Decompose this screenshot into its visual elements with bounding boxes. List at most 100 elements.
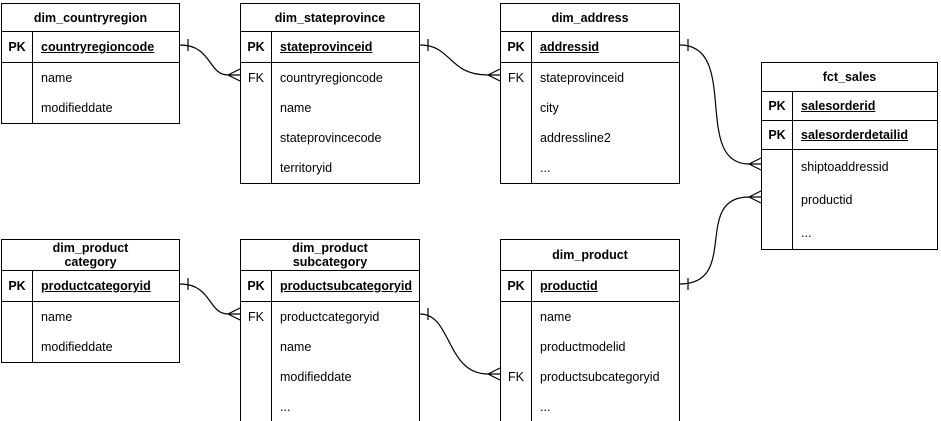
field-row: FK productcategoryid: [241, 302, 419, 332]
field-row: FK productsubcategoryid: [501, 362, 679, 392]
field-name: stateprovincecode: [280, 131, 382, 145]
key-label: FK: [501, 362, 532, 392]
field-row: PK productsubcategoryid: [241, 271, 419, 302]
entity-title: fct_sales: [762, 63, 937, 92]
field-row: name: [241, 332, 419, 362]
field-name: ...: [540, 161, 551, 175]
field-row: productid: [762, 183, 937, 216]
field-name: countryregioncode: [41, 40, 155, 54]
entity-title: dim_address: [501, 4, 679, 32]
field-name: addressid: [540, 40, 600, 54]
key-label: PK: [241, 271, 272, 301]
entity-title: dim_stateprovince: [241, 4, 419, 32]
entity-dim-productsubcategory: dim_product subcategory PK productsubcat…: [240, 239, 420, 421]
field-name: stateprovinceid: [540, 71, 625, 85]
field-row: FK countryregioncode: [241, 63, 419, 93]
connector-stateprovince-address: [419, 39, 501, 82]
key-label: PK: [2, 32, 33, 62]
key-label: [2, 63, 33, 93]
field-row: PK countryregioncode: [2, 32, 179, 63]
key-label: [762, 150, 793, 183]
key-label: [501, 302, 532, 332]
key-label: [2, 302, 33, 332]
field-name: name: [540, 310, 572, 324]
field-name: ...: [540, 400, 551, 414]
key-label: [501, 332, 532, 362]
key-label: PK: [501, 32, 532, 62]
field-name: productid: [801, 192, 853, 207]
connector-product-fctsales: [679, 190, 762, 290]
field-row: modifieddate: [241, 362, 419, 392]
field-name: modifieddate: [41, 101, 113, 115]
field-name: productsubcategoryid: [280, 279, 412, 293]
field-name: productcategoryid: [41, 279, 151, 293]
field-row: productmodelid: [501, 332, 679, 362]
field-row: ...: [501, 153, 679, 183]
field-name: modifieddate: [41, 340, 113, 354]
field-name: ...: [801, 225, 812, 240]
entity-title: dim_product category: [2, 240, 179, 271]
entity-title: dim_product subcategory: [241, 240, 419, 271]
field-name: name: [280, 101, 312, 115]
field-name: addressline2: [540, 131, 611, 145]
connector-countryregion-stateprovince: [179, 39, 241, 82]
field-row: PK stateprovinceid: [241, 32, 419, 63]
entity-dim-countryregion: dim_countryregion PK countryregioncode n…: [1, 3, 180, 124]
entity-fct-sales: fct_sales PK salesorderid PK salesorderd…: [761, 62, 938, 250]
key-label: [241, 392, 272, 421]
field-name: name: [41, 71, 73, 85]
key-label: [241, 332, 272, 362]
field-name: countryregioncode: [280, 71, 383, 85]
field-row: PK addressid: [501, 32, 679, 63]
key-label: [241, 362, 272, 392]
field-name: name: [41, 310, 73, 324]
field-name: productcategoryid: [280, 310, 380, 324]
key-label: FK: [241, 63, 272, 93]
field-row: FK stateprovinceid: [501, 63, 679, 93]
field-row: ...: [241, 392, 419, 421]
field-row: shiptoaddressid: [762, 150, 937, 183]
entity-title: dim_product: [501, 240, 679, 271]
key-label: PK: [501, 271, 532, 301]
entity-dim-address: dim_address PK addressid FK stateprovinc…: [500, 3, 680, 184]
field-row: modifieddate: [2, 332, 179, 362]
key-label: PK: [241, 32, 272, 62]
key-label: PK: [762, 121, 793, 149]
key-label: [241, 93, 272, 123]
entity-dim-product: dim_product PK productid name productmod…: [500, 239, 680, 421]
key-label: FK: [501, 63, 532, 93]
field-row: stateprovincecode: [241, 123, 419, 153]
key-label: [2, 93, 33, 123]
field-row: PK salesorderid: [762, 92, 937, 121]
field-row: modifieddate: [2, 93, 179, 123]
entity-title: dim_countryregion: [2, 4, 179, 32]
field-name: territoryid: [280, 161, 333, 175]
connector-address-fctsales: [679, 39, 762, 171]
field-name: productmodelid: [540, 340, 626, 354]
key-label: PK: [762, 92, 793, 120]
key-label: [241, 153, 272, 183]
field-row: ...: [501, 392, 679, 421]
connector-productcategory-productsubcategory: [179, 278, 241, 321]
field-row: name: [2, 63, 179, 93]
field-name: salesorderid: [801, 99, 876, 113]
field-row: PK productid: [501, 271, 679, 302]
key-label: [762, 183, 793, 216]
field-name: productid: [540, 279, 598, 293]
key-label: [501, 153, 532, 183]
field-name: city: [540, 101, 559, 115]
entity-dim-productcategory: dim_product category PK productcategoryi…: [1, 239, 180, 363]
field-name: ...: [280, 400, 291, 414]
field-row: PK salesorderdetailid: [762, 121, 937, 150]
field-row: ...: [762, 216, 937, 249]
key-label: [501, 93, 532, 123]
field-row: name: [501, 302, 679, 332]
field-row: PK productcategoryid: [2, 271, 179, 302]
key-label: PK: [2, 271, 33, 301]
field-row: name: [2, 302, 179, 332]
entity-dim-stateprovince: dim_stateprovince PK stateprovinceid FK …: [240, 3, 420, 184]
field-name: salesorderdetailid: [801, 128, 908, 142]
key-label: [241, 123, 272, 153]
field-name: productsubcategoryid: [540, 370, 660, 384]
